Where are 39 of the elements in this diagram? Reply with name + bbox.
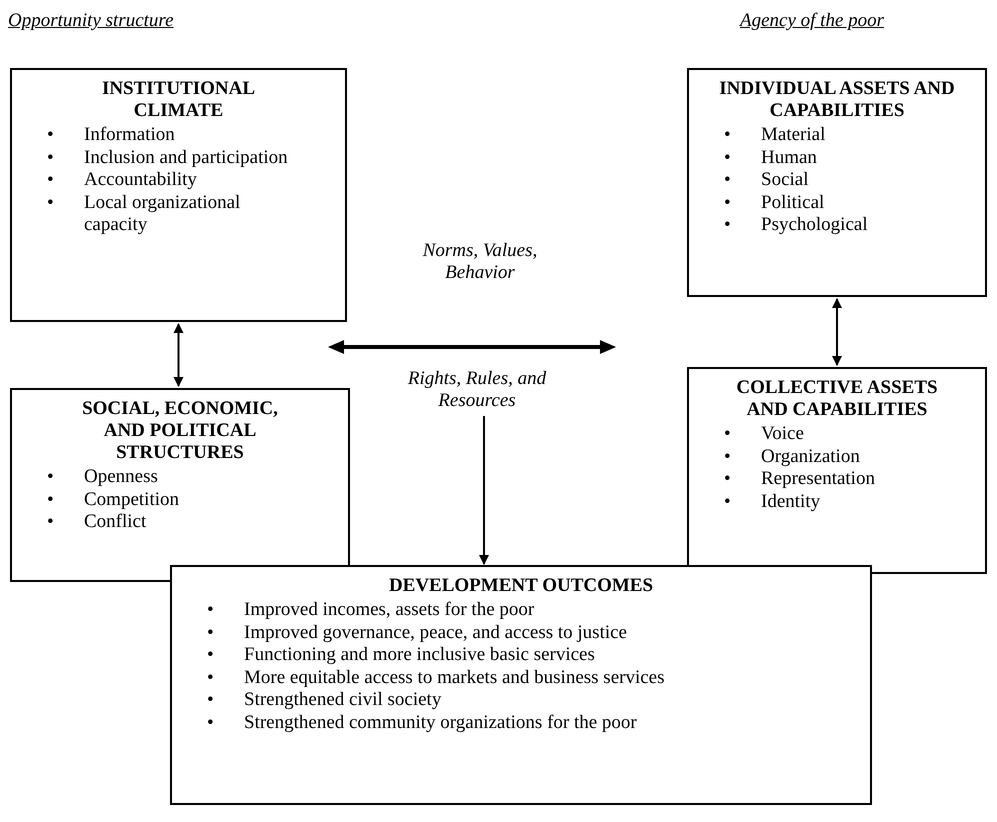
list-item: • Strengthened civil society (206, 689, 442, 712)
double-arrow (174, 323, 184, 387)
box-heading: DEVELOPMENT OUTCOMES (388, 575, 654, 597)
list-item: • Accountability (46, 169, 198, 192)
list-item: • More equitable access to markets and business services (206, 666, 666, 689)
list-item: • Improved incomes, assets for the poor (206, 599, 536, 622)
list-item: • Political (723, 192, 826, 214)
list-item: • Material (723, 124, 826, 146)
box-heading: INSTITUTIONAL CLIMATE (100, 78, 256, 122)
list-item: • Human (723, 146, 818, 169)
list-item: • Competition (46, 488, 180, 511)
list-item: • Local organizational capacity (46, 192, 242, 236)
box-heading: SOCIAL, ECONOMIC, AND POLITICAL STRUCTURES (81, 398, 279, 464)
list-item: • Representation (723, 468, 876, 490)
box-heading: COLLECTIVE ASSETS AND CAPABILITIES (735, 377, 939, 421)
list-item: • Voice (723, 423, 805, 446)
list-item: • Functioning and more inclusive basic services (206, 644, 596, 666)
section-title: Opportunity structure (8, 10, 175, 32)
list-item: • Social (723, 169, 810, 192)
list-item: • Improved governance, peace, and access to justice (206, 622, 628, 644)
list-item: • Information (46, 124, 176, 146)
text-box (687, 68, 987, 297)
double-arrow (832, 298, 842, 366)
section-title: Agency of the poor (740, 10, 886, 32)
text-box (10, 388, 350, 582)
text-box (687, 367, 987, 574)
text-box (10, 68, 347, 322)
list-item: • Identity (723, 490, 822, 513)
list-item: • Psychological (723, 214, 869, 236)
list-item: • Strengthened community organizations for the poor (206, 712, 638, 734)
text-box (170, 565, 872, 805)
list-item: • Conflict (46, 511, 148, 534)
arrow (479, 416, 489, 565)
box-heading: INDIVIDUAL ASSETS AND CAPABILITIES (718, 78, 956, 122)
arrow-label: Rights, Rules, and Resources (406, 368, 548, 412)
list-item: • Organization (723, 446, 861, 468)
list-item: • Inclusion and participation (46, 146, 289, 169)
arrow-label: Norms, Values, Behavior (422, 240, 538, 284)
list-item: • Openness (46, 466, 159, 488)
